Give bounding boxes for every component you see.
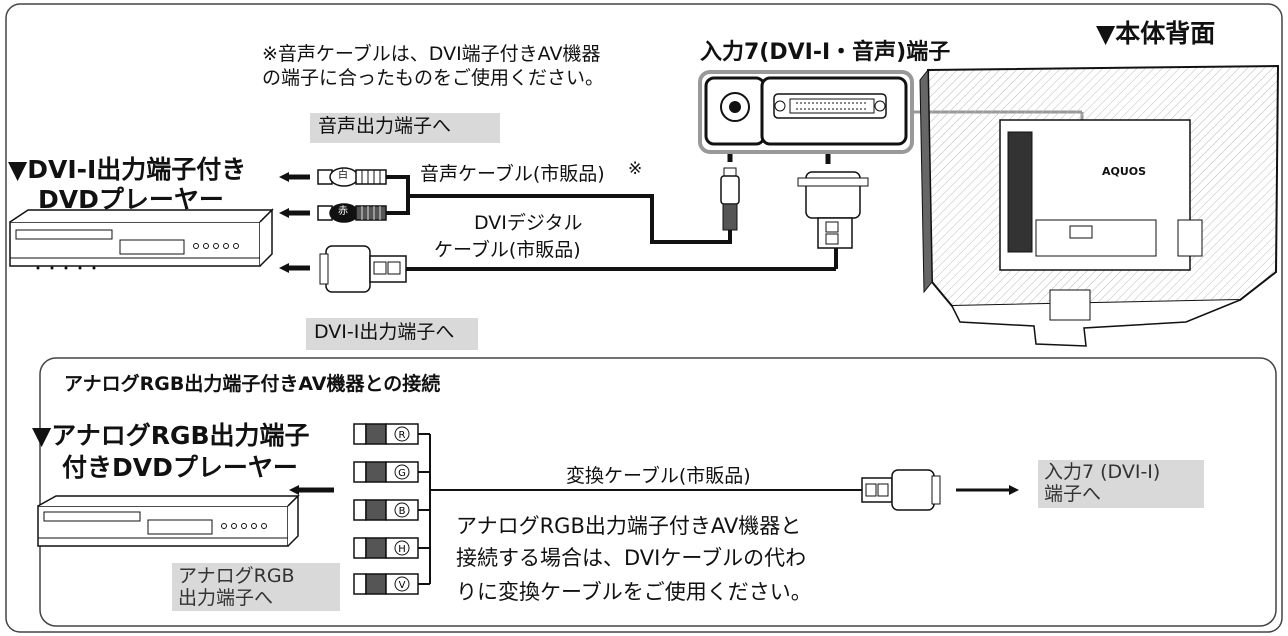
desc-line3: りに変換ケーブルをご使用ください。 xyxy=(456,580,812,604)
player-title-bottom-2: 付きDVDプレーヤー xyxy=(62,453,298,482)
dvi-plug-left xyxy=(319,245,407,293)
plug-red-mark: 赤 xyxy=(338,206,348,217)
rgb-tag-line1: アナログRGB xyxy=(178,565,295,587)
dvi-out-tag: DVI-I出力端子へ xyxy=(314,321,455,343)
bnc-connector-g: G xyxy=(353,461,419,483)
audio-out-tag: 音声出力端子へ xyxy=(318,115,452,137)
dest-line1: 入力7 (DVI-I) xyxy=(1044,461,1161,483)
dvd-player-top xyxy=(9,208,274,270)
dvi-cable-line2: ケーブル(市販品) xyxy=(434,239,581,261)
audio-mini-plug xyxy=(720,167,740,231)
dvi-plug-vertical xyxy=(797,171,869,249)
desc-line2: 接続する場合は、DVIケーブルの代わ xyxy=(456,546,807,570)
tv-rear xyxy=(919,64,1280,347)
dest-tag-bg xyxy=(1038,460,1204,508)
tv-logo: AQUOS xyxy=(1102,165,1147,178)
audio-cable-label: 音声ケーブル(市販品) xyxy=(420,163,605,185)
input7-label: 入力7(DVI-I・音声)端子 xyxy=(700,40,951,65)
converter-label: 変換ケーブル(市販品) xyxy=(566,465,751,487)
dvd-player-bottom xyxy=(37,494,300,547)
bnc-connector-r: R xyxy=(353,423,419,445)
bnc-letter-h: H xyxy=(398,544,406,555)
rgb-tag-bg xyxy=(172,563,340,611)
plug-white-mark: 白 xyxy=(338,170,348,181)
analog-section-frame xyxy=(39,357,1277,627)
audio-cable-split xyxy=(386,175,410,215)
audio-cable xyxy=(408,194,732,244)
player-title-bottom-1: ▼アナログRGB出力端子 xyxy=(32,421,310,450)
rgb-tag-line2: 出力端子へ xyxy=(178,587,274,609)
bnc-letter-g: G xyxy=(398,468,406,479)
bnc-connector-h: H xyxy=(353,537,419,559)
converter-cable xyxy=(418,433,862,585)
bnc-letter-b: B xyxy=(399,506,406,517)
rear-label: ▼本体背面 xyxy=(1096,19,1216,48)
rca-plug-red xyxy=(317,203,387,223)
outer-frame xyxy=(5,3,1283,633)
bnc-connector-b: B xyxy=(353,499,419,521)
note-line1: ※音声ケーブルは、DVI端子付きAV機器 xyxy=(262,43,601,65)
bnc-connectors: R G B H V xyxy=(353,423,419,595)
input7-panel xyxy=(698,70,914,154)
player-title-top-2: DVDプレーヤー xyxy=(38,185,224,214)
dest-line2: 端子へ xyxy=(1044,483,1102,505)
dvi-out-tag-bg xyxy=(306,318,478,350)
bnc-connector-v: V xyxy=(353,573,419,595)
player-title-top-1: ▼DVI-I出力端子付き xyxy=(8,155,247,184)
rca-plug-white xyxy=(317,167,387,187)
note-line2: の端子に合ったものをご使用ください。 xyxy=(262,67,605,89)
desc-line1: アナログRGB出力端子付きAV機器と xyxy=(456,514,802,538)
section-title: アナログRGB出力端子付きAV機器との接続 xyxy=(64,373,441,395)
audio-cable-mark: ※ xyxy=(628,159,643,179)
bnc-letter-r: R xyxy=(399,430,406,441)
bnc-letter-v: V xyxy=(399,580,406,591)
dvi-cable-line1: DVIデジタル xyxy=(474,212,583,234)
dvi-plug-bottom xyxy=(861,469,941,511)
audio-out-tag-bg xyxy=(310,113,500,143)
